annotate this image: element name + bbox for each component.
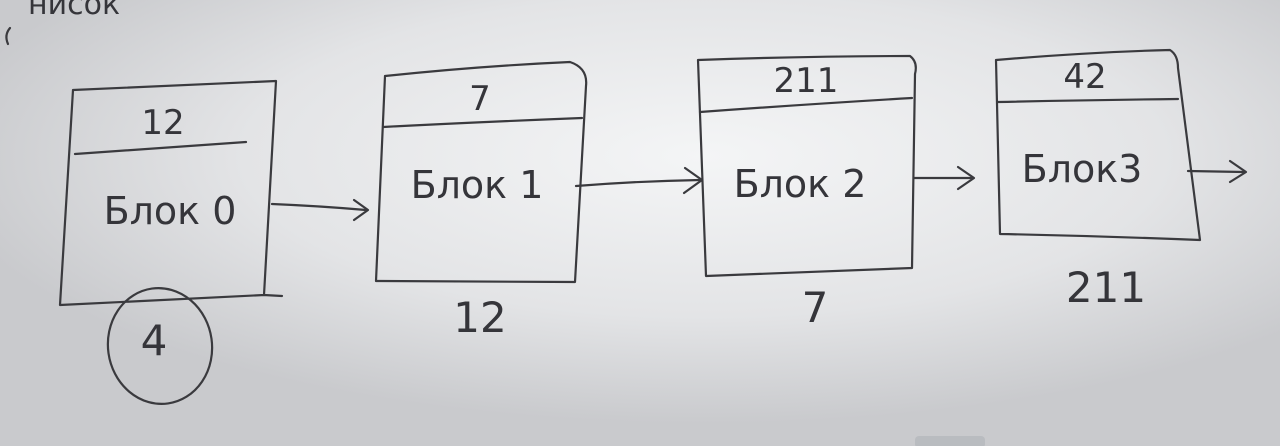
arrow-3-line [1186, 169, 1246, 174]
block-0-outline [58, 79, 284, 307]
marker-pen [915, 436, 985, 446]
heading-fragment: нисок [28, 0, 120, 22]
block-2-header-value: 211 [774, 61, 839, 101]
block-1-label: Блок 1 [411, 163, 544, 207]
block-1-below-value: 12 [453, 293, 506, 342]
block-2-outline [696, 54, 917, 278]
block-2-divider [698, 96, 914, 114]
block-3-below-value: 211 [1066, 263, 1146, 312]
arrow-2-to-3 [912, 165, 976, 191]
block-3: 42 Блок3 211 [994, 48, 1202, 312]
arrow-0-to-1 [270, 198, 370, 222]
block-0-label: Блок 0 [104, 189, 237, 233]
block-3-header-value: 42 [1063, 57, 1106, 97]
block-2-below-value: 7 [802, 283, 829, 332]
block-2-label: Блок 2 [734, 162, 867, 206]
block-3-divider [996, 97, 1180, 104]
block-1-outline [374, 60, 588, 284]
block-0-header-value: 12 [141, 103, 184, 143]
block-0: 12 Блок 0 4 [58, 79, 284, 405]
block-3-label: Блок3 [1022, 147, 1143, 191]
block-2: 211 Блок 2 7 [696, 54, 917, 332]
arrow-0-head [352, 198, 370, 222]
block-1-divider [381, 116, 584, 129]
arrow-3-head [1228, 159, 1248, 184]
block-0-below-circle [106, 287, 214, 405]
block-3-outline [994, 48, 1202, 242]
block-0-below-value: 4 [141, 316, 168, 365]
arrow-2-head [956, 165, 976, 191]
block-1: 7 Блок 1 12 [374, 60, 588, 342]
block-1-header-value: 7 [469, 79, 491, 119]
heading-bracket [5, 26, 12, 46]
arrow-3-out [1186, 159, 1248, 184]
arrow-0-line [270, 202, 368, 212]
arrow-1-line [574, 178, 702, 188]
block-0-divider [73, 140, 248, 156]
